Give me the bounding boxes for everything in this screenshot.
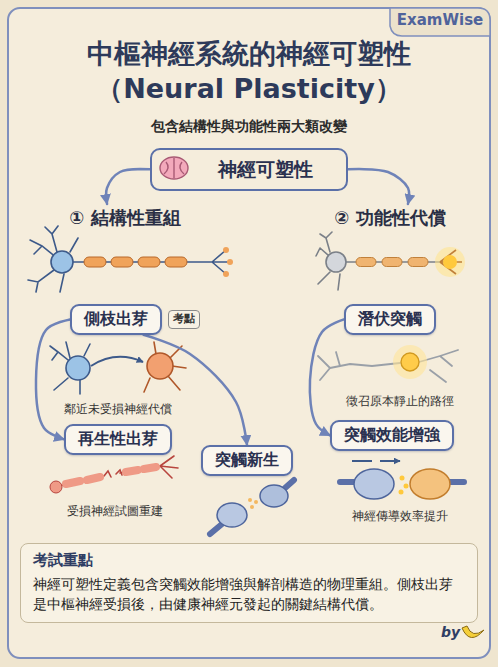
box-title: 考試重點 — [33, 551, 465, 571]
box-body: 神經可塑性定義包含突觸效能增強與解剖構造的物理重組。側枝出芽是中樞神經受損後，由… — [33, 574, 465, 615]
new-synapse-illustration-part — [260, 485, 288, 507]
connector-arrow — [310, 319, 344, 435]
collateral-sprouting-illustration-part — [91, 357, 143, 366]
category-heading: ② 功能性代償 — [330, 204, 450, 231]
collateral-sprouting-illustration-part — [66, 356, 90, 380]
mechanism-box: 潛伏突觸 — [344, 304, 436, 335]
exam-tag: 考點 — [168, 310, 200, 328]
banana-icon — [462, 626, 484, 638]
mechanism-box: 側枝出芽 — [70, 304, 162, 335]
healthy-neuron-illustration-part — [165, 257, 187, 267]
collateral-sprouting-illustration-part — [50, 342, 90, 394]
healthy-neuron-illustration-part — [111, 257, 133, 267]
synaptic-efficacy-illustration-part — [399, 490, 404, 495]
diagram-title: 中樞神經系統的神經可塑性 （Neural Plasticity） — [49, 36, 449, 106]
healthy-neuron-illustration-part — [223, 247, 229, 253]
glowing-neuron-illustration-part — [382, 258, 402, 267]
synaptic-efficacy-illustration-part — [352, 460, 400, 462]
damaged-neuron-illustration-part — [58, 456, 178, 486]
connector-arrow — [348, 169, 409, 204]
new-synapse-illustration-part — [217, 503, 247, 527]
glowing-neuron-illustration — [316, 232, 465, 290]
glowing-neuron-illustration-part — [440, 250, 462, 274]
box-title: 神經可塑性 — [198, 157, 332, 182]
box-title: 潛伏突觸 — [358, 309, 422, 330]
synaptic-efficacy-illustration — [340, 461, 464, 499]
brain-icon-part — [164, 158, 184, 178]
glowing-neuron-illustration-part — [316, 232, 440, 290]
collateral-sprouting-illustration — [50, 342, 186, 394]
paper-background-part — [390, 8, 490, 36]
box-title: ② 功能性代償 — [334, 206, 446, 229]
new-synapse-illustration-part — [210, 480, 294, 534]
new-synapse-illustration — [210, 480, 294, 534]
box-title: 側枝出芽 — [84, 309, 148, 330]
new-synapse-illustration-part — [254, 500, 258, 504]
box-title: 突觸效能增強 — [344, 425, 440, 446]
healthy-neuron-illustration — [28, 226, 233, 292]
synaptic-efficacy-illustration-part — [400, 476, 405, 481]
synaptic-efficacy-illustration-part — [354, 469, 394, 499]
glowing-neuron-illustration-part — [326, 252, 346, 272]
connector-arrow — [106, 169, 150, 204]
category-heading: ① 結構性重組 — [65, 204, 185, 231]
latent-synapse-illustration-part — [401, 353, 419, 371]
caption-label: 鄰近未受損神經代償 — [64, 401, 172, 418]
healthy-neuron-illustration-part — [227, 259, 233, 265]
latent-synapse-illustration-part — [318, 350, 458, 382]
healthy-neuron-illustration-part — [138, 257, 160, 267]
box-title: 再生性出芽 — [78, 429, 158, 450]
collateral-sprouting-illustration-part — [147, 353, 173, 379]
box-title: 突觸新生 — [215, 450, 279, 471]
new-synapse-illustration-part — [248, 498, 252, 502]
root-concept-box: 神經可塑性 — [150, 148, 348, 191]
glowing-neuron-illustration-part — [408, 258, 428, 267]
healthy-neuron-illustration-part — [223, 271, 229, 277]
synaptic-efficacy-illustration-part — [410, 469, 450, 499]
healthy-neuron-illustration-part — [84, 257, 106, 267]
healthy-neuron-illustration-part — [28, 226, 230, 292]
banana-icon-part — [462, 626, 484, 638]
brain-icon — [160, 157, 188, 179]
credit-label: by — [441, 624, 460, 640]
healthy-neuron-illustration-part — [51, 251, 73, 273]
new-synapse-illustration-part — [250, 505, 254, 509]
mechanism-box: 突觸效能增強 — [330, 420, 454, 451]
glowing-neuron-illustration-part — [356, 258, 376, 267]
latent-synapse-illustration-part — [393, 345, 427, 379]
glowing-neuron-illustration-part — [443, 255, 457, 269]
synaptic-efficacy-illustration-part — [404, 484, 409, 489]
mechanism-box: 再生性出芽 — [64, 424, 172, 455]
subtitle: 包含結構性與功能性兩大類改變 — [151, 118, 347, 136]
damaged-neuron-illustration — [50, 456, 178, 493]
caption-label: 徵召原本靜止的路徑 — [346, 393, 454, 410]
glowing-neuron-illustration-part — [435, 247, 465, 277]
latent-synapse-illustration — [318, 345, 458, 382]
mechanism-box: 突觸新生 — [201, 445, 293, 476]
paper-background-part — [8, 8, 490, 658]
damaged-neuron-illustration-part — [50, 481, 62, 493]
caption-label: 受損神經試圖重建 — [67, 503, 163, 520]
brand-label: ExamWise — [397, 11, 483, 29]
caption-label: 神經傳導效率提升 — [352, 508, 448, 525]
damaged-neuron-illustration-part — [66, 467, 156, 484]
connector-arrow — [36, 319, 70, 439]
box-title: 考點 — [173, 312, 195, 326]
brain-icon-part — [160, 157, 188, 179]
box-title: ① 結構性重組 — [69, 206, 181, 229]
exam-summary-box: 考試重點神經可塑性定義包含突觸效能增強與解剖構造的物理重組。側枝出芽是中樞神經受… — [20, 543, 478, 623]
